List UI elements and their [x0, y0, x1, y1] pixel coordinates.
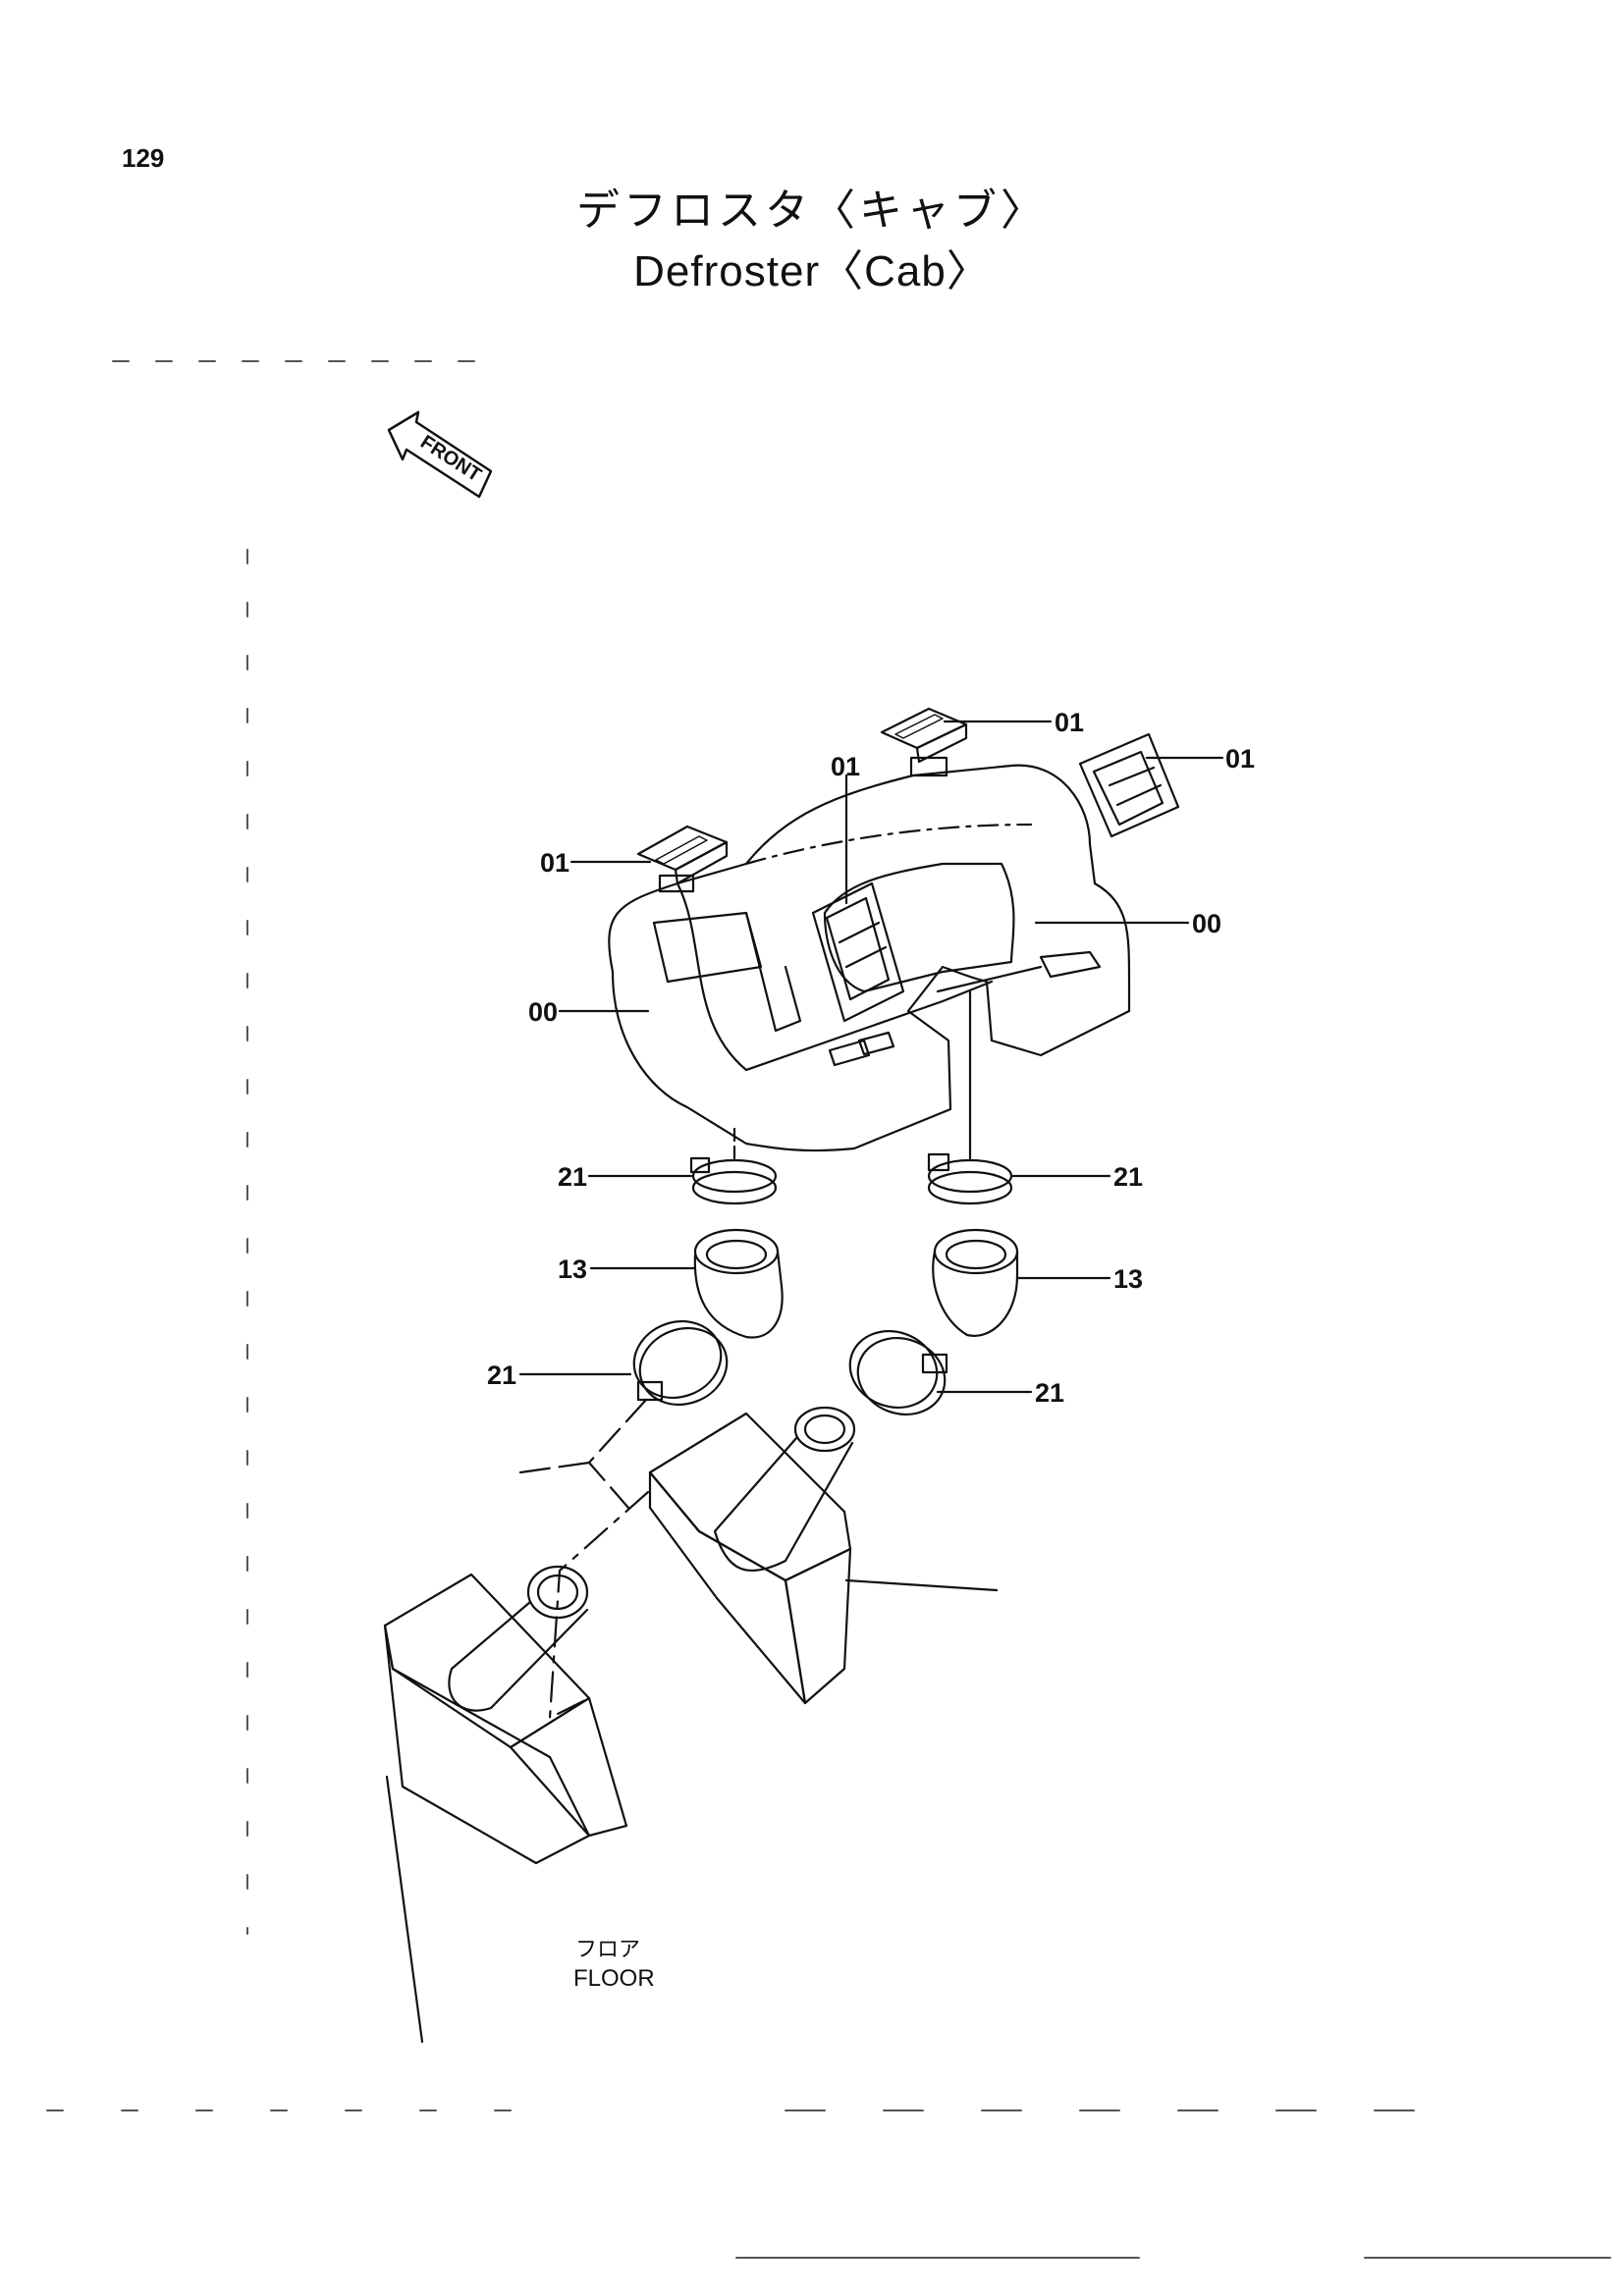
page-number: 129: [122, 143, 165, 173]
floor-duct-block-lower: [383, 1490, 650, 2044]
hose-clamp-right-lower: [848, 1330, 948, 1415]
floor-label-english: FLOOR: [573, 1965, 655, 1992]
callout-c11: 21: [487, 1361, 516, 1390]
elbow-duct-left: [693, 1228, 784, 1339]
defroster-housing: [608, 764, 1131, 1152]
callout-c12: 21: [1035, 1378, 1064, 1408]
vent-louver-center-top: [880, 707, 968, 777]
callout-c8: 21: [1113, 1162, 1143, 1192]
vent-louver-center: [811, 881, 905, 1023]
callout-c2: 01: [1225, 744, 1255, 774]
callout-c1: 01: [1055, 708, 1084, 737]
callout-c10: 13: [1113, 1264, 1143, 1294]
hose-clamp-left-upper: [689, 1156, 778, 1205]
callout-c9: 13: [558, 1255, 587, 1284]
callout-labels: 01 01 01 01 00 00 21 21 13 13 21 21: [487, 708, 1255, 1408]
leader-lines: [518, 720, 1224, 1510]
front-arrow: [387, 410, 493, 499]
vent-louver-right: [1078, 732, 1180, 838]
elbow-duct-right: [932, 1228, 1019, 1337]
scan-edge-marks: [46, 360, 1611, 2259]
vent-louver-left: [636, 825, 729, 893]
floor-duct-block-upper: [648, 1406, 999, 1705]
callout-c6: 00: [528, 997, 558, 1027]
callout-c3: 01: [831, 752, 860, 781]
page-title-japanese: デフロスタ〈キャブ〉: [576, 186, 1048, 236]
floor-label-japanese: フロア: [575, 1938, 641, 1962]
callout-c4: 01: [540, 848, 569, 878]
callout-c7: 21: [558, 1162, 587, 1192]
page-title-english: Defroster〈Cab〉: [633, 247, 991, 295]
hose-clamp-left-lower: [632, 1320, 729, 1406]
hose-clamp-right-upper: [927, 1152, 1013, 1205]
callout-c5: 00: [1192, 909, 1221, 938]
